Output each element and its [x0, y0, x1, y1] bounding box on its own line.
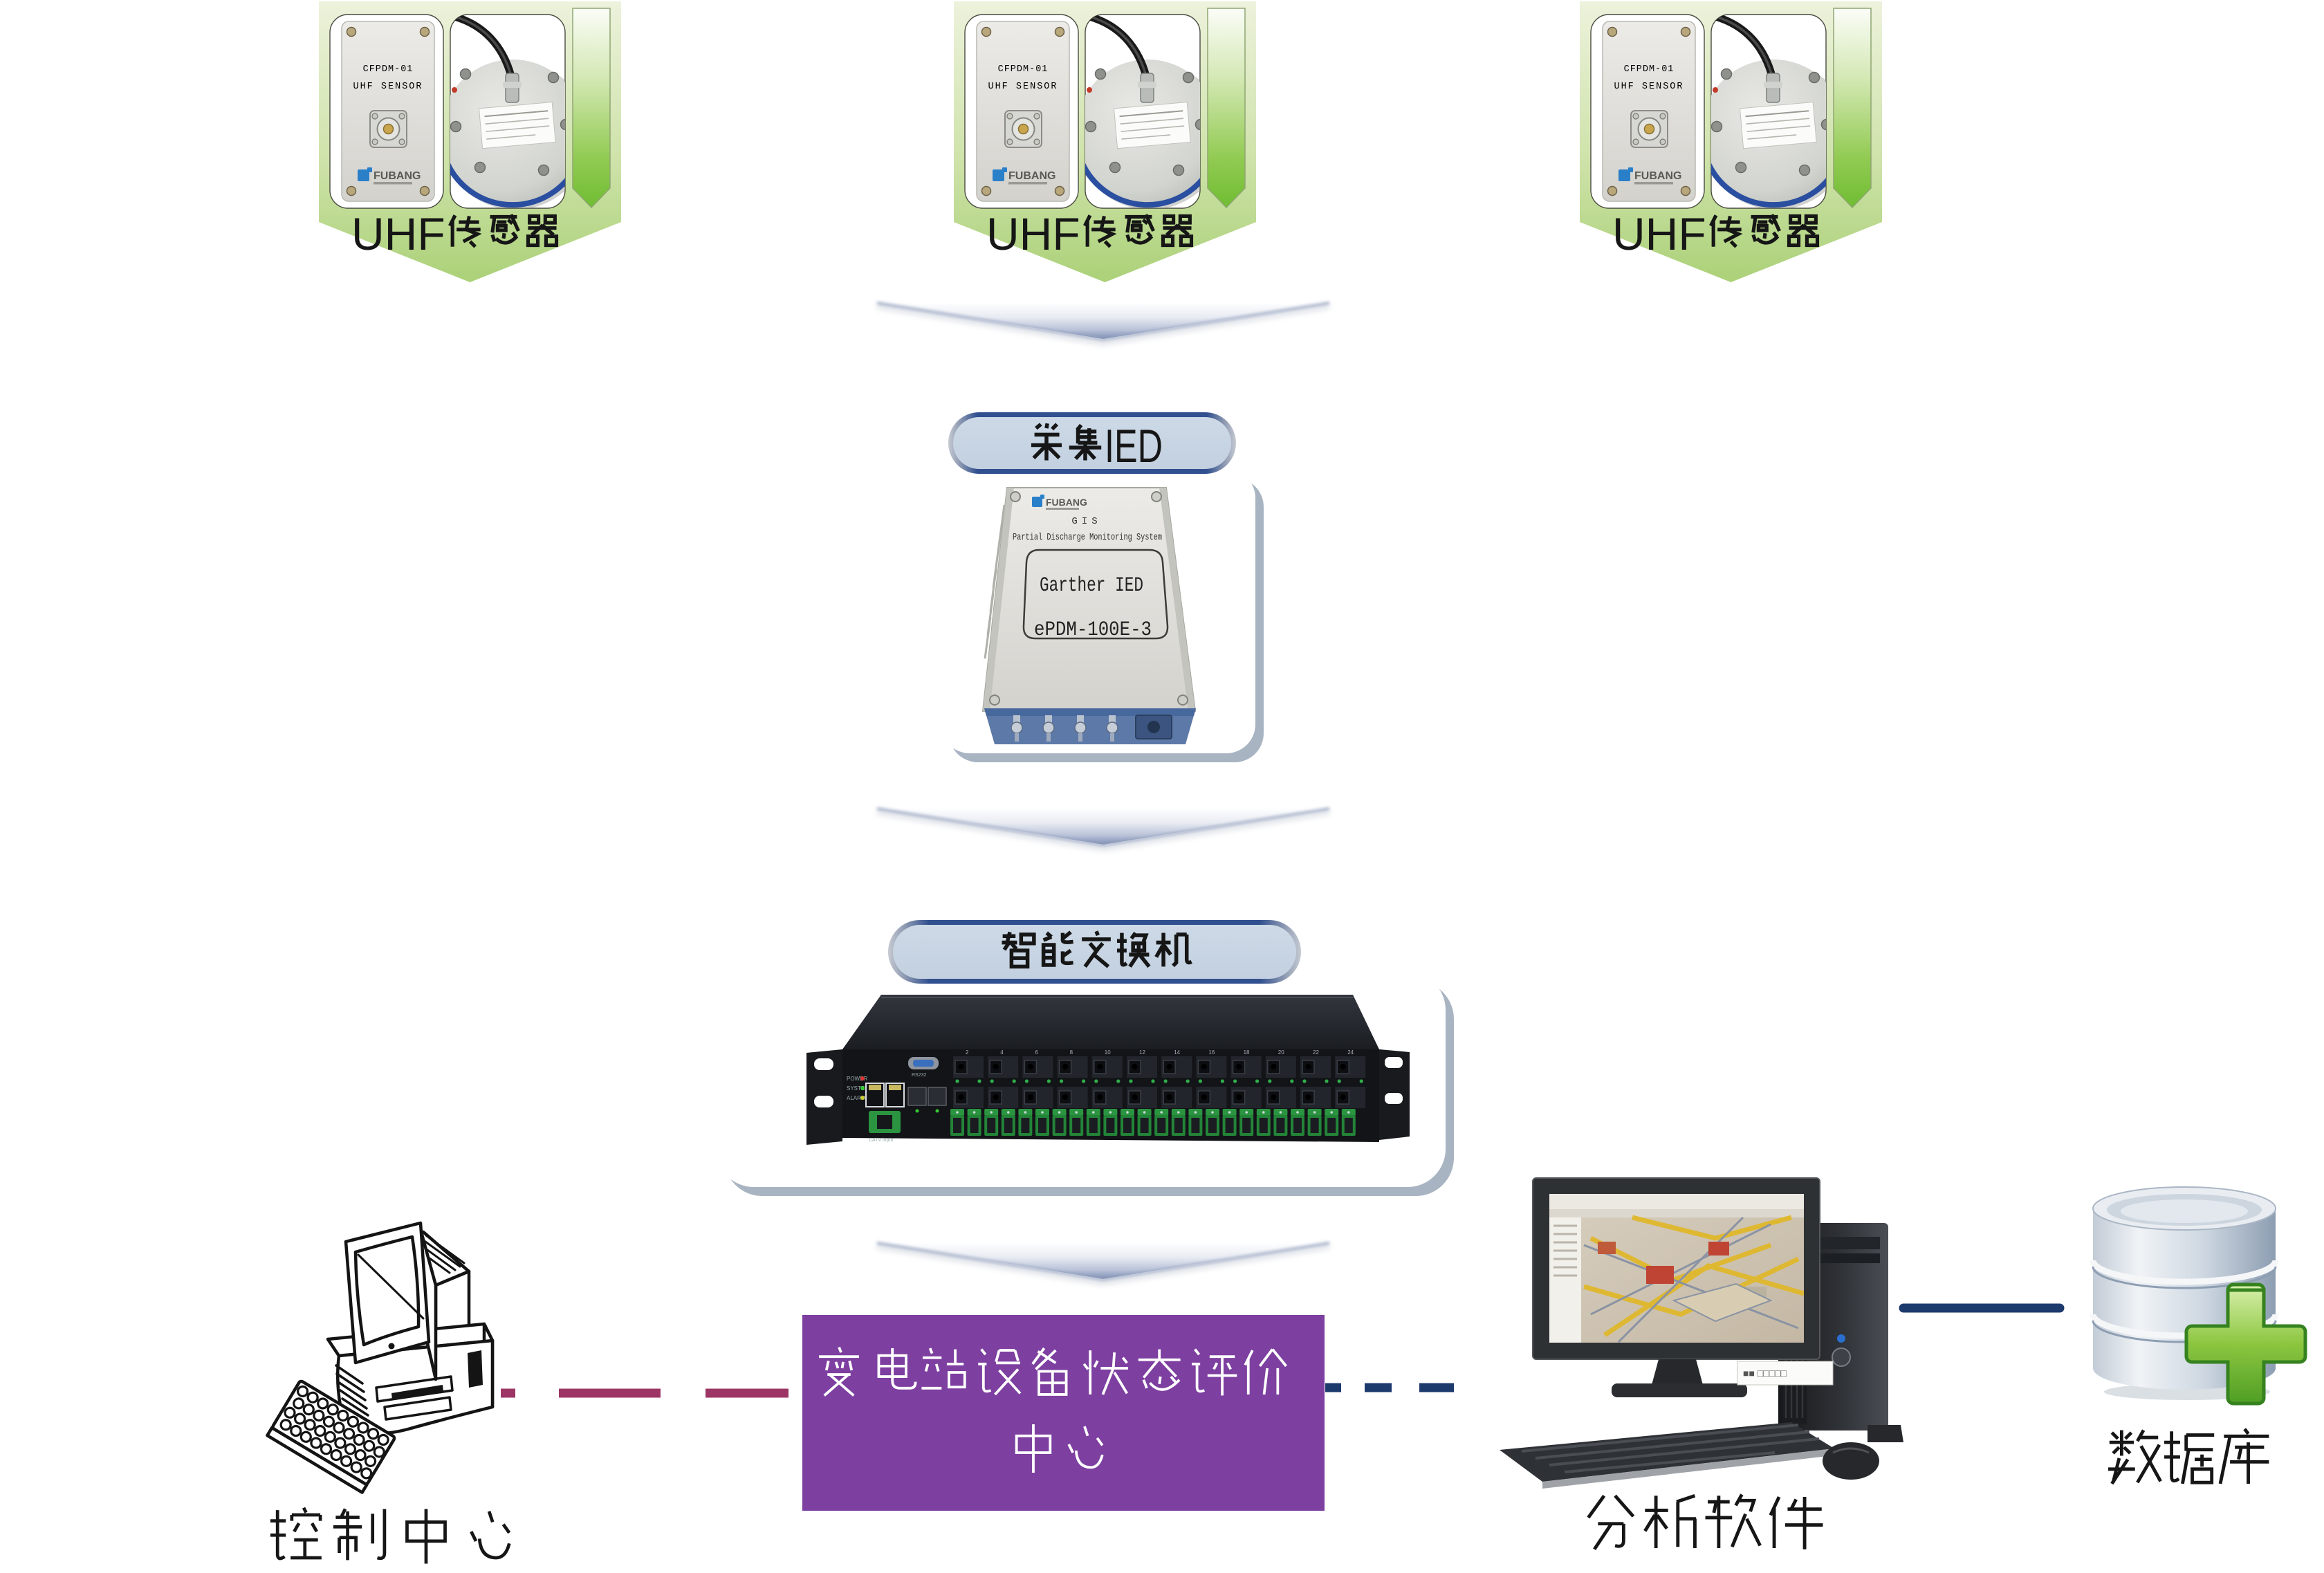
svg-text:RS232: RS232 — [912, 1073, 927, 1078]
svg-text:ALARM: ALARM — [847, 1095, 866, 1101]
svg-text:POWER: POWER — [847, 1076, 867, 1082]
svg-text:UHF SENSOR: UHF SENSOR — [353, 82, 423, 92]
svg-text:■■ □□□□□: ■■ □□□□□ — [1743, 1368, 1787, 1379]
svg-text:24: 24 — [1347, 1049, 1354, 1056]
svg-text:UHF: UHF — [1612, 208, 1706, 259]
svg-text:10: 10 — [1105, 1049, 1111, 1056]
svg-text:Garther IED: Garther IED — [1040, 574, 1143, 598]
svg-text:FUBANG: FUBANG — [1008, 170, 1055, 182]
svg-text:UHF: UHF — [351, 208, 445, 259]
svg-text:FUBANG: FUBANG — [1046, 497, 1087, 508]
svg-text:6: 6 — [1035, 1049, 1038, 1056]
svg-text:UHF SENSOR: UHF SENSOR — [988, 82, 1058, 92]
svg-text:SYSTEM: SYSTEM — [847, 1085, 869, 1092]
svg-text:CFPDM-01: CFPDM-01 — [1624, 64, 1675, 75]
svg-text:CATV input: CATV input — [869, 1138, 893, 1143]
svg-text:GIS: GIS — [1071, 516, 1101, 527]
svg-text:CFPDM-01: CFPDM-01 — [998, 64, 1049, 75]
svg-text:4: 4 — [1000, 1049, 1004, 1056]
svg-text:UHF SENSOR: UHF SENSOR — [1614, 82, 1684, 92]
svg-text:2: 2 — [966, 1049, 969, 1056]
svg-text:Partial Discharge Monitoring S: Partial Discharge Monitoring System — [1013, 533, 1162, 543]
svg-text:14: 14 — [1174, 1049, 1180, 1056]
svg-text:22: 22 — [1313, 1049, 1319, 1056]
svg-text:20: 20 — [1278, 1049, 1284, 1056]
svg-text:FUBANG: FUBANG — [1634, 170, 1681, 182]
svg-text:FUBANG: FUBANG — [374, 170, 421, 182]
svg-text:ePDM-100E-3: ePDM-100E-3 — [1034, 618, 1152, 642]
svg-text:UHF: UHF — [986, 208, 1080, 259]
svg-text:8: 8 — [1070, 1049, 1073, 1056]
svg-text:16: 16 — [1208, 1049, 1215, 1056]
svg-text:18: 18 — [1244, 1049, 1250, 1056]
svg-text:12: 12 — [1139, 1049, 1145, 1056]
svg-text:CFPDM-01: CFPDM-01 — [363, 64, 414, 75]
svg-text:IED: IED — [1105, 420, 1163, 472]
